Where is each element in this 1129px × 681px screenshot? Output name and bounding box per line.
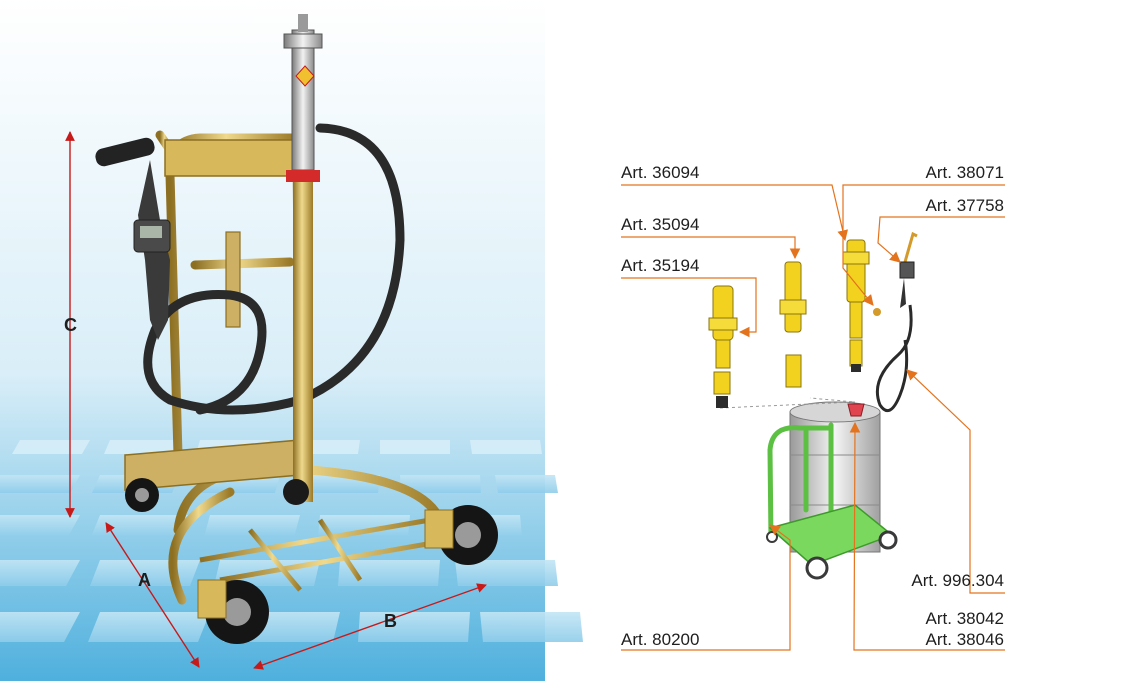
dimension-c-label: C — [64, 315, 77, 335]
dimension-a-label: A — [138, 570, 151, 590]
hook-bracket — [225, 231, 241, 328]
trolley-wheel-front — [805, 556, 829, 580]
hose-996304 — [875, 304, 913, 413]
pump-35094 — [779, 261, 807, 388]
trolley-handle-plate — [164, 139, 296, 177]
label-art-996304: Art. 996.304 — [911, 571, 1004, 590]
label-art-37758: Art. 37758 — [926, 196, 1004, 215]
bung-adapter — [847, 403, 865, 417]
trolley-wheel-right — [878, 530, 898, 550]
pump-36094 — [842, 239, 870, 372]
green-trolley — [767, 422, 834, 543]
wheel-bracket-left — [197, 579, 227, 619]
dimension-a — [105, 522, 200, 668]
air-pump — [283, 14, 323, 502]
product-photo — [0, 0, 583, 681]
trolley-wheel-back — [766, 531, 778, 543]
dimension-b — [253, 583, 487, 670]
leader-lines — [621, 184, 1005, 651]
wheel-bracket-right — [424, 509, 454, 549]
label-art-38042: Art. 38042 — [926, 609, 1004, 628]
base-rails — [199, 517, 451, 592]
label-art-80200: Art. 80200 — [621, 630, 699, 649]
dispensing-gun — [95, 137, 171, 340]
pump-35194 — [708, 285, 738, 408]
label-art-36094: Art. 36094 — [621, 163, 699, 182]
exploded-diagram: Art. 36094 Art. 38071 Art. 37758 Art. 35… — [621, 163, 1005, 651]
label-art-38046: Art. 38046 — [926, 630, 1004, 649]
label-art-35194: Art. 35194 — [621, 256, 699, 275]
label-art-38071: Art. 38071 — [926, 163, 1004, 182]
fitting-38071 — [873, 308, 881, 316]
gun-37758 — [899, 231, 918, 308]
pump-hose — [143, 123, 405, 415]
dimension-b-label: B — [384, 611, 397, 631]
label-art-35094: Art. 35094 — [621, 215, 699, 234]
